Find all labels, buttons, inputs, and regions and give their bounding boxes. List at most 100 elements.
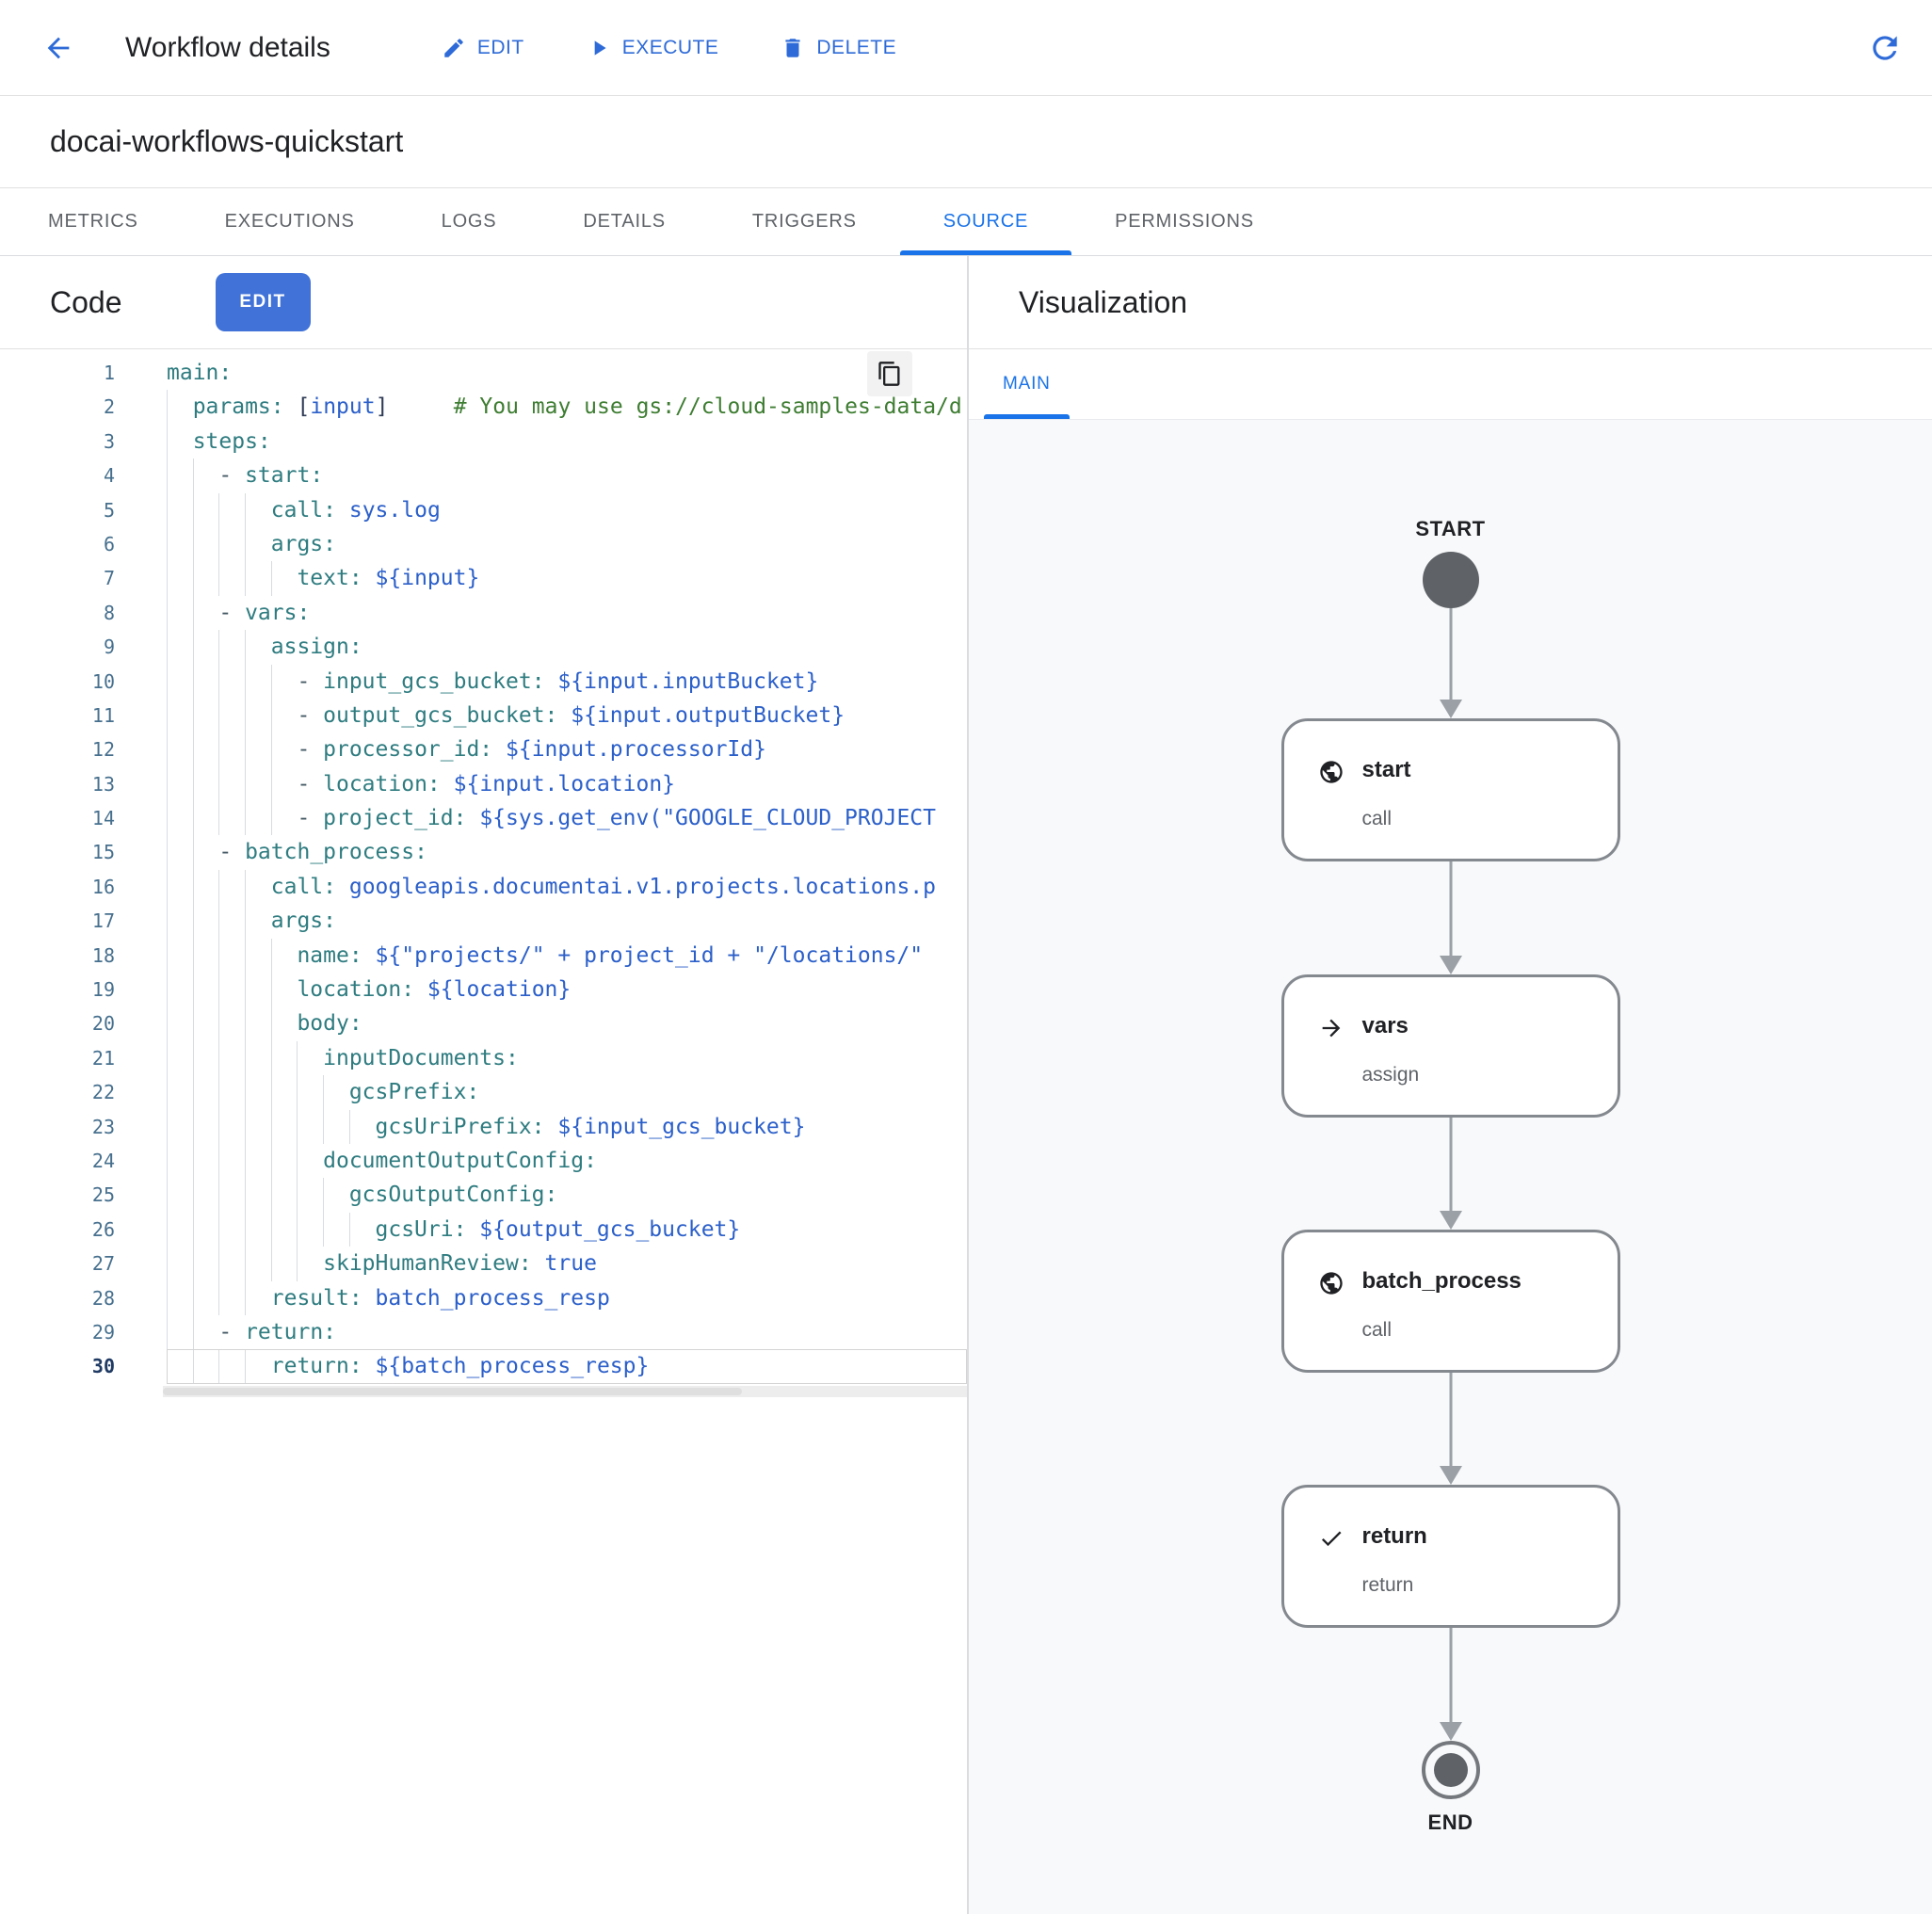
code-line[interactable]: 10 - input_gcs_bucket: ${input.inputBuck… xyxy=(0,664,967,699)
code-line[interactable]: 3 steps: xyxy=(0,424,967,459)
tab-permissions[interactable]: PERMISSIONS xyxy=(1115,211,1254,232)
indent-guide xyxy=(245,1178,271,1213)
indent-guide xyxy=(192,801,219,836)
code-line[interactable]: 25 gcsOutputConfig: xyxy=(0,1178,967,1213)
tab-logs[interactable]: LOGS xyxy=(441,211,497,232)
action-label: DELETE xyxy=(816,36,897,58)
code-line[interactable]: 19 location: ${location} xyxy=(0,973,967,1007)
code-line[interactable]: 14 - project_id: ${sys.get_env("GOOGLE_C… xyxy=(0,801,967,836)
tab-triggers[interactable]: TRIGGERS xyxy=(751,211,857,232)
indent-guide xyxy=(270,1075,298,1110)
visualization-tab-bar: MAIN xyxy=(969,349,1932,420)
code-line[interactable]: 29 - return: xyxy=(0,1314,967,1350)
indent-guide xyxy=(245,973,271,1007)
indent-guide xyxy=(218,1280,245,1315)
node-title: vars xyxy=(1361,1013,1409,1038)
indent-guide xyxy=(167,492,193,527)
delete-action-button[interactable]: DELETE xyxy=(781,36,896,60)
code-text: name: ${"projects/" + project_id + "/loc… xyxy=(167,938,967,974)
indent-guide xyxy=(245,492,271,527)
edit-code-button[interactable]: EDIT xyxy=(215,273,311,331)
code-line[interactable]: 11 - output_gcs_bucket: ${input.outputBu… xyxy=(0,698,967,733)
code-line[interactable]: 16 call: googleapis.documentai.v1.projec… xyxy=(0,869,967,905)
code-line[interactable]: 23 gcsUriPrefix: ${input_gcs_bucket} xyxy=(0,1109,967,1144)
indent-guide xyxy=(167,869,193,905)
line-number: 7 xyxy=(103,567,115,590)
indent-guide xyxy=(270,664,298,699)
code-line[interactable]: 30 return: ${batch_process_resp} xyxy=(0,1349,967,1384)
code-line[interactable]: 26 gcsUri: ${output_gcs_bucket} xyxy=(0,1212,967,1247)
indent-guide xyxy=(245,1247,271,1281)
code-line[interactable]: 22 gcsPrefix: xyxy=(0,1075,967,1110)
end-label: END xyxy=(1427,1810,1473,1834)
execute-action-button[interactable]: EXECUTE xyxy=(587,36,719,60)
indent-guide xyxy=(167,938,193,974)
horizontal-scrollbar[interactable] xyxy=(163,1385,967,1397)
pencil-icon xyxy=(444,38,463,57)
code-line[interactable]: 6 args: xyxy=(0,526,967,562)
code-line[interactable]: 13 - location: ${input.location} xyxy=(0,766,967,802)
line-number: 4 xyxy=(103,464,115,488)
end-circle xyxy=(1421,1741,1480,1799)
scrollbar-thumb[interactable] xyxy=(163,1387,742,1395)
line-number: 20 xyxy=(91,1012,115,1036)
indent-guide xyxy=(218,904,245,939)
indent-guide xyxy=(167,1178,193,1213)
code-line[interactable]: 2 params: [input] # You may use gs://clo… xyxy=(0,390,967,425)
code-line[interactable]: 27 skipHumanReview: true xyxy=(0,1247,967,1281)
indent-guide xyxy=(192,630,219,665)
node-subtitle: return xyxy=(1361,1574,1414,1596)
code-line[interactable]: 8 - vars: xyxy=(0,595,967,631)
code-line[interactable]: 21 inputDocuments: xyxy=(0,1040,967,1076)
code-line[interactable]: 12 - processor_id: ${input.processorId} xyxy=(0,732,967,767)
flow-arrow xyxy=(1439,861,1463,974)
indent-guide xyxy=(167,459,193,493)
indent-guide xyxy=(192,595,219,631)
indent-guide xyxy=(245,561,271,596)
line-number: 15 xyxy=(91,841,115,864)
code-line[interactable]: 4 - start: xyxy=(0,459,967,493)
line-number: 2 xyxy=(103,395,115,419)
tab-details[interactable]: DETAILS xyxy=(583,211,666,232)
indent-guide xyxy=(270,938,298,974)
arrow-right-icon xyxy=(1322,1019,1340,1038)
play-icon xyxy=(594,40,606,56)
tab-executions[interactable]: EXECUTIONS xyxy=(224,211,355,232)
code-line[interactable]: 28 result: batch_process_resp xyxy=(0,1280,967,1315)
indent-guide xyxy=(245,938,271,974)
code-line[interactable]: 5 call: sys.log xyxy=(0,492,967,527)
indent-guide xyxy=(218,1109,245,1144)
code-panel-header: Code EDIT xyxy=(0,256,967,349)
edit-action-button[interactable]: EDIT xyxy=(442,36,524,60)
indent-guide xyxy=(167,801,193,836)
line-number: 1 xyxy=(103,362,115,384)
code-line[interactable]: 17 args: xyxy=(0,904,967,939)
indent-guide xyxy=(270,1109,298,1144)
workflow-name: docai-workflows-quickstart xyxy=(50,124,404,158)
copy-button[interactable] xyxy=(867,351,912,396)
code-line[interactable]: 20 body: xyxy=(0,1006,967,1041)
indent-guide xyxy=(245,732,271,767)
code-line[interactable]: 18 name: ${"projects/" + project_id + "/… xyxy=(0,938,967,974)
code-line[interactable]: 15 - batch_process: xyxy=(0,835,967,870)
indent-guide xyxy=(218,1040,245,1076)
viz-tab-main[interactable]: MAIN xyxy=(984,349,1070,419)
code-line[interactable]: 24 documentOutputConfig: xyxy=(0,1143,967,1179)
refresh-button[interactable] xyxy=(1866,29,1904,67)
code-line[interactable]: 9 assign: xyxy=(0,630,967,665)
back-button[interactable] xyxy=(42,32,74,64)
code-line[interactable]: 7 text: ${input} xyxy=(0,561,967,596)
tab-source[interactable]: SOURCE xyxy=(899,188,1072,255)
indent-guide xyxy=(218,801,245,836)
indent-guide xyxy=(192,869,219,905)
tab-metrics[interactable]: METRICS xyxy=(48,211,138,232)
